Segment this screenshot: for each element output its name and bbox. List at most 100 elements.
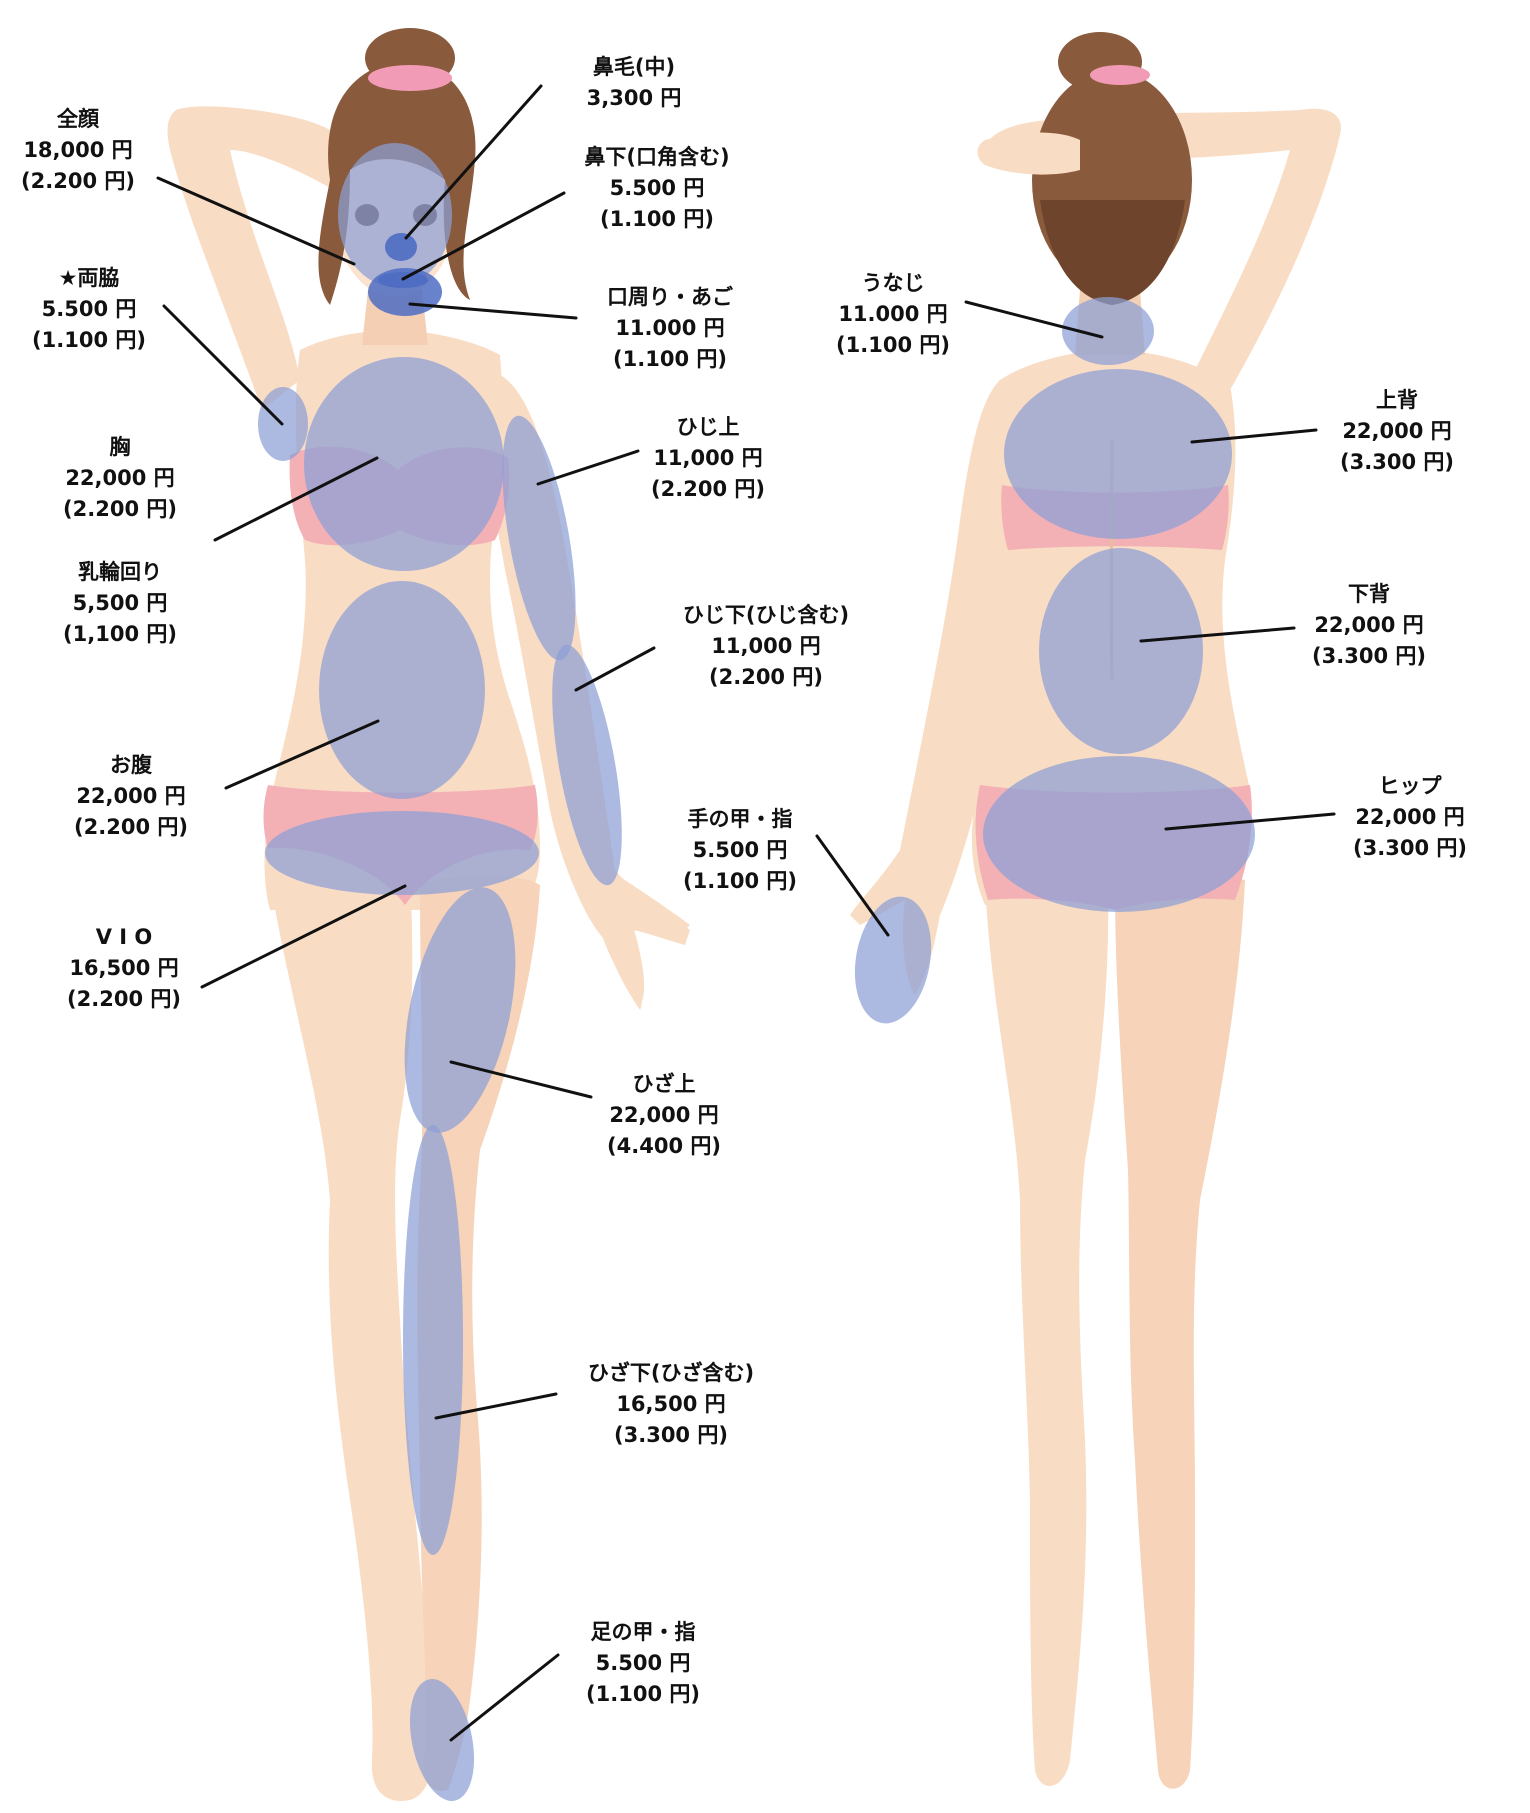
label-upper-back: 上背 22,000 円 (3.300 円) [1340,385,1454,478]
label-underarm-price: 5.500 円 [41,297,137,321]
label-vio-sub: (2.200 円) [67,987,181,1011]
label-lower-back-price: 22,000 円 [1314,613,1424,637]
label-nose-hair: 鼻毛(中) 3,300 円 [587,52,682,114]
leader-hizaue [449,1060,593,1099]
leader-hip [1164,812,1336,831]
label-mouth-chin-price: 11.000 円 [615,316,725,340]
zone-full-face[interactable] [338,143,452,287]
zone-upper-arm[interactable] [488,411,590,666]
label-lower-back-name: 下背 [1348,582,1390,606]
label-chest-name: 胸 [109,435,131,459]
leader-kuchimawari [408,302,578,320]
label-areola-price: 5,500 円 [72,591,168,615]
leader-hijiue [536,449,640,486]
front-raised-arm [167,106,360,410]
label-chest-sub: (2.200 円) [63,497,177,521]
zone-forearm[interactable] [538,640,636,890]
label-abdomen-name: お腹 [110,753,152,777]
label-foot-price: 5.500 円 [595,1651,691,1675]
zone-foot[interactable] [400,1673,484,1807]
label-lower-leg-name: ひざ下(ひざ含む) [587,1361,755,1385]
label-upper-arm-name: ひじ上 [676,415,740,439]
front-scrunchie [368,65,452,91]
label-lower-back: 下背 22,000 円 (3.300 円) [1312,579,1426,672]
back-hanging-arm [850,380,1025,995]
label-underarm-name: ★両脇 [58,266,120,290]
label-underarm: ★両脇 5.500 円 (1.100 円) [32,263,146,356]
label-forearm-name: ひじ下(ひじ含む) [682,603,850,627]
label-back-of-hand: 手の甲・指 5.500 円 (1.100 円) [683,804,797,897]
zone-lower-leg[interactable] [403,1125,463,1555]
zone-upper-back[interactable] [1004,369,1232,539]
back-right-leg [1115,874,1245,1789]
leader-ashinoko [449,1653,560,1742]
label-abdomen: お腹 22,000 円 (2.200 円) [74,750,188,843]
back-hair-lower [1040,200,1185,305]
label-vio-price: 16,500 円 [69,956,179,980]
label-thigh-sub: (4.400 円) [607,1134,721,1158]
label-thigh-name: ひざ上 [632,1072,696,1096]
zone-abdomen[interactable] [319,581,485,799]
label-thigh: ひざ上 22,000 円 (4.400 円) [607,1069,721,1162]
back-left-leg [985,873,1109,1787]
leader-mune [213,456,379,542]
label-upper-back-sub: (3.300 円) [1340,450,1454,474]
label-back-of-hand-price: 5.500 円 [692,838,788,862]
label-foot-sub: (1.100 円) [586,1682,700,1706]
zone-nose[interactable] [385,233,417,261]
label-foot-name: 足の甲・指 [590,1620,696,1644]
label-under-nose-sub: (1.100 円) [600,207,714,231]
label-under-nose-price: 5.500 円 [609,176,705,200]
label-chest: 胸 22,000 円 (2.200 円) [63,432,177,525]
label-chest-price: 22,000 円 [65,466,175,490]
treatment-zones [258,143,1255,1807]
label-hip: ヒップ 22,000 円 (3.300 円) [1353,771,1467,864]
label-nape-price: 11.000 円 [838,302,948,326]
label-nose-hair-price: 3,300 円 [586,86,682,110]
label-nape-sub: (1.100 円) [836,333,950,357]
label-nape-name: うなじ [861,271,925,295]
label-back-of-hand-sub: (1.100 円) [683,869,797,893]
label-lower-leg-sub: (3.300 円) [614,1423,728,1447]
zone-chest[interactable] [304,357,504,571]
zone-back-hand[interactable] [845,891,940,1030]
label-hip-name: ヒップ [1378,774,1442,798]
zone-hip[interactable] [983,756,1255,912]
label-hip-sub: (3.300 円) [1353,836,1467,860]
label-nose-hair-name: 鼻毛(中) [592,55,676,79]
back-hand-on-head [977,132,1080,175]
label-full-face: 全顔 18,000 円 (2.200 円) [21,104,135,197]
label-abdomen-sub: (2.200 円) [74,815,188,839]
zone-nape[interactable] [1062,297,1154,365]
zone-vio[interactable] [265,811,539,895]
zone-lower-back[interactable] [1039,548,1203,754]
label-lower-back-sub: (3.300 円) [1312,644,1426,668]
label-mouth-chin-name: 口周り・あご [607,285,733,309]
label-mouth-chin-sub: (1.100 円) [613,347,727,371]
leader-vio [200,884,407,989]
leader-hanage [404,84,543,240]
label-vio: V I O 16,500 円 (2.200 円) [67,922,181,1015]
label-under-nose-name: 鼻下(口角含む) [584,145,730,169]
leader-hanashita [401,191,566,281]
label-upper-arm-price: 11,000 円 [653,446,763,470]
front-hair [318,61,476,305]
leader-ryowaki [162,304,284,426]
label-forearm-price: 11,000 円 [711,634,821,658]
leader-uwasenaka [1190,428,1318,444]
label-full-face-sub: (2.200 円) [21,169,135,193]
leader-unaji [964,300,1104,339]
back-scrunchie [1090,65,1150,85]
label-upper-arm-sub: (2.200 円) [651,477,765,501]
label-areola-name: 乳輪回り [78,560,162,584]
leader-shitasenaka [1139,626,1296,643]
leader-onaka [224,719,380,790]
label-upper-arm: ひじ上 11,000 円 (2.200 円) [651,412,765,505]
label-under-nose: 鼻下(口角含む) 5.500 円 (1.100 円) [584,142,729,235]
label-underarm-sub: (1.100 円) [32,328,146,352]
label-mouth-chin: 口周り・あご 11.000 円 (1.100 円) [607,282,733,375]
label-upper-back-price: 22,000 円 [1342,419,1452,443]
label-nape: うなじ 11.000 円 (1.100 円) [836,268,950,361]
